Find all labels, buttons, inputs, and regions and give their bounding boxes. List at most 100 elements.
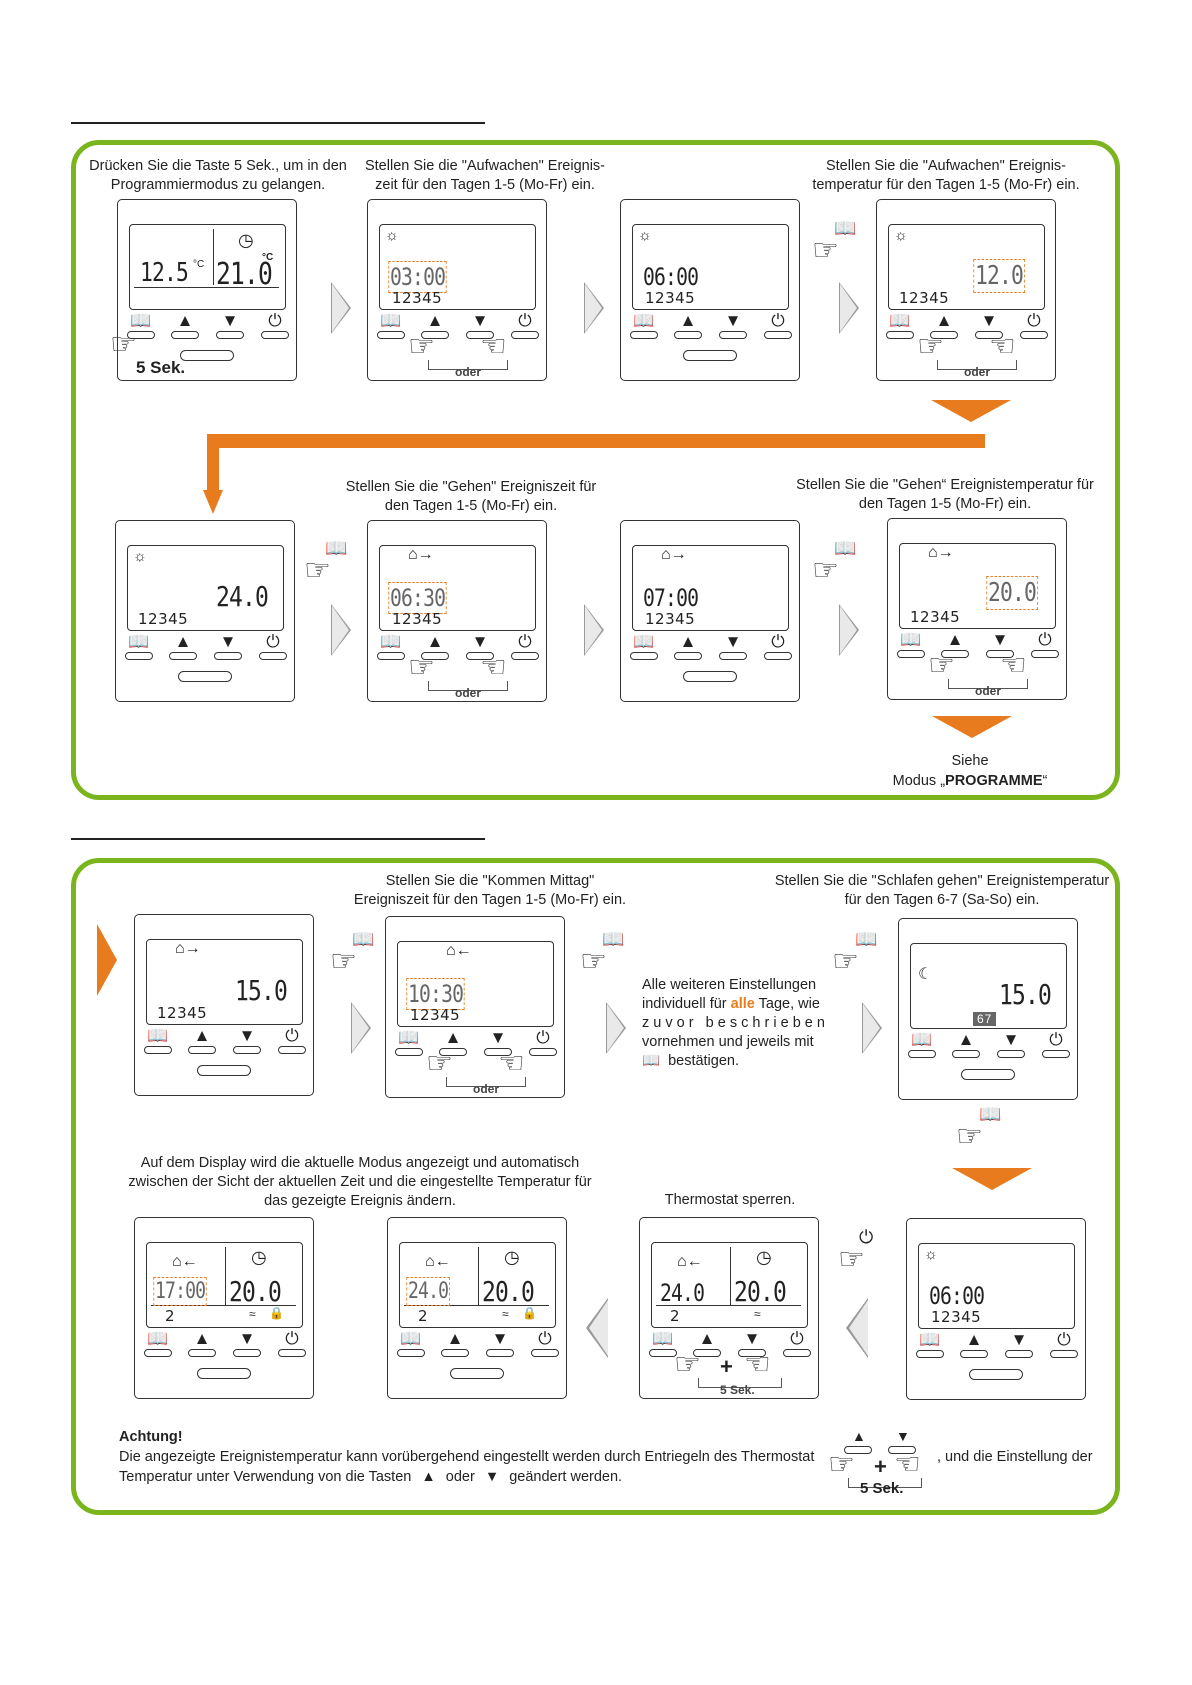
power-icon[interactable]: ⏻ [1027,311,1041,330]
book-icon[interactable]: 📖 [889,311,911,330]
book-icon[interactable]: 📖 [900,630,922,649]
triangle-up-icon[interactable]: ▲ [174,632,192,651]
book-icon[interactable]: 📖 [147,1026,169,1045]
book-icon[interactable]: 📖 [400,1329,422,1348]
up-button[interactable] [941,650,969,658]
triangle-down-icon[interactable]: ▼ [221,311,239,330]
triangle-down-icon[interactable]: ▼ [991,630,1009,649]
triangle-down-icon[interactable]: ▼ [489,1028,507,1047]
down-button[interactable] [1005,1350,1033,1358]
book-button[interactable] [144,1046,172,1054]
power-button[interactable] [1050,1350,1078,1358]
triangle-down-icon[interactable]: ▼ [238,1329,256,1348]
book-button[interactable] [144,1349,172,1357]
triangle-down-icon[interactable]: ▼ [980,311,998,330]
triangle-down-icon[interactable]: ▼ [219,632,237,651]
up-button[interactable] [441,1349,469,1357]
triangle-up-icon[interactable]: ▲ [426,311,444,330]
book-icon[interactable]: 📖 [633,632,655,651]
down-button[interactable] [233,1349,261,1357]
book-icon[interactable]: 📖 [911,1030,933,1049]
triangle-down-icon[interactable]: ▼ [724,311,742,330]
up-button[interactable] [188,1349,216,1357]
power-button[interactable] [278,1046,306,1054]
triangle-up-icon[interactable]: ▲ [176,311,194,330]
book-button[interactable] [630,331,658,339]
power-button[interactable] [259,652,287,660]
up-button[interactable] [952,1050,980,1058]
down-button[interactable] [486,1349,514,1357]
triangle-up-icon[interactable]: ▲ [698,1329,716,1348]
power-button[interactable] [764,652,792,660]
book-button[interactable] [897,650,925,658]
down-button[interactable] [466,652,494,660]
power-icon[interactable]: ⏻ [1038,630,1052,649]
power-icon[interactable]: ⏻ [518,632,532,651]
triangle-down-icon[interactable]: ▼ [238,1026,256,1045]
power-button[interactable] [261,331,289,339]
down-button[interactable] [997,1050,1025,1058]
down-button[interactable] [233,1046,261,1054]
power-icon[interactable]: ⏻ [285,1026,299,1045]
down-button[interactable] [719,331,747,339]
book-icon[interactable]: 📖 [128,632,150,651]
triangle-down-icon[interactable]: ▼ [724,632,742,651]
triangle-down-icon[interactable]: ▼ [743,1329,761,1348]
book-button[interactable] [377,331,405,339]
triangle-down-icon[interactable]: ▼ [491,1329,509,1348]
down-button[interactable] [738,1349,766,1357]
power-icon[interactable]: ⏻ [771,311,785,330]
triangle-up-icon[interactable]: ▲ [193,1026,211,1045]
power-icon[interactable]: ⏻ [1049,1030,1063,1049]
up-button[interactable] [439,1048,467,1056]
book-button[interactable] [649,1349,677,1357]
power-button[interactable] [511,331,539,339]
book-icon[interactable]: 📖 [380,311,402,330]
book-button[interactable] [886,331,914,339]
up-button[interactable] [674,331,702,339]
power-icon[interactable]: ⏻ [518,311,532,330]
down-button[interactable] [986,650,1014,658]
book-icon[interactable]: 📖 [147,1329,169,1348]
book-button[interactable] [127,331,155,339]
book-button[interactable] [125,652,153,660]
down-button[interactable] [719,652,747,660]
power-icon[interactable]: ⏻ [536,1028,550,1047]
triangle-up-icon[interactable]: ▲ [679,632,697,651]
up-button[interactable] [421,331,449,339]
triangle-up-icon[interactable]: ▲ [426,632,444,651]
triangle-down-icon[interactable]: ▼ [1010,1330,1028,1349]
power-button[interactable] [531,1349,559,1357]
book-button[interactable] [916,1350,944,1358]
triangle-down-icon[interactable]: ▼ [471,632,489,651]
book-button[interactable] [630,652,658,660]
up-button[interactable] [171,331,199,339]
power-icon[interactable]: ⏻ [790,1329,804,1348]
book-button[interactable] [395,1048,423,1056]
power-button[interactable] [1042,1050,1070,1058]
power-button[interactable] [764,331,792,339]
up-button[interactable] [674,652,702,660]
book-button[interactable] [397,1349,425,1357]
down-button[interactable] [214,652,242,660]
up-button[interactable] [930,331,958,339]
book-icon[interactable]: 📖 [633,311,655,330]
book-button[interactable] [377,652,405,660]
up-button[interactable] [421,652,449,660]
book-icon[interactable]: 📖 [380,632,402,651]
triangle-down-icon[interactable]: ▼ [471,311,489,330]
book-icon[interactable]: 📖 [398,1028,420,1047]
power-button[interactable] [1020,331,1048,339]
triangle-up-icon[interactable]: ▲ [946,630,964,649]
book-icon[interactable]: 📖 [652,1329,674,1348]
book-icon[interactable]: 📖 [130,311,152,330]
up-button[interactable] [960,1350,988,1358]
power-button[interactable] [1031,650,1059,658]
book-icon[interactable]: 📖 [919,1330,941,1349]
book-button[interactable] [908,1050,936,1058]
down-button[interactable] [975,331,1003,339]
triangle-down-icon[interactable]: ▼ [1002,1030,1020,1049]
power-button[interactable] [783,1349,811,1357]
triangle-up-icon[interactable]: ▲ [679,311,697,330]
triangle-up-icon[interactable]: ▲ [965,1330,983,1349]
